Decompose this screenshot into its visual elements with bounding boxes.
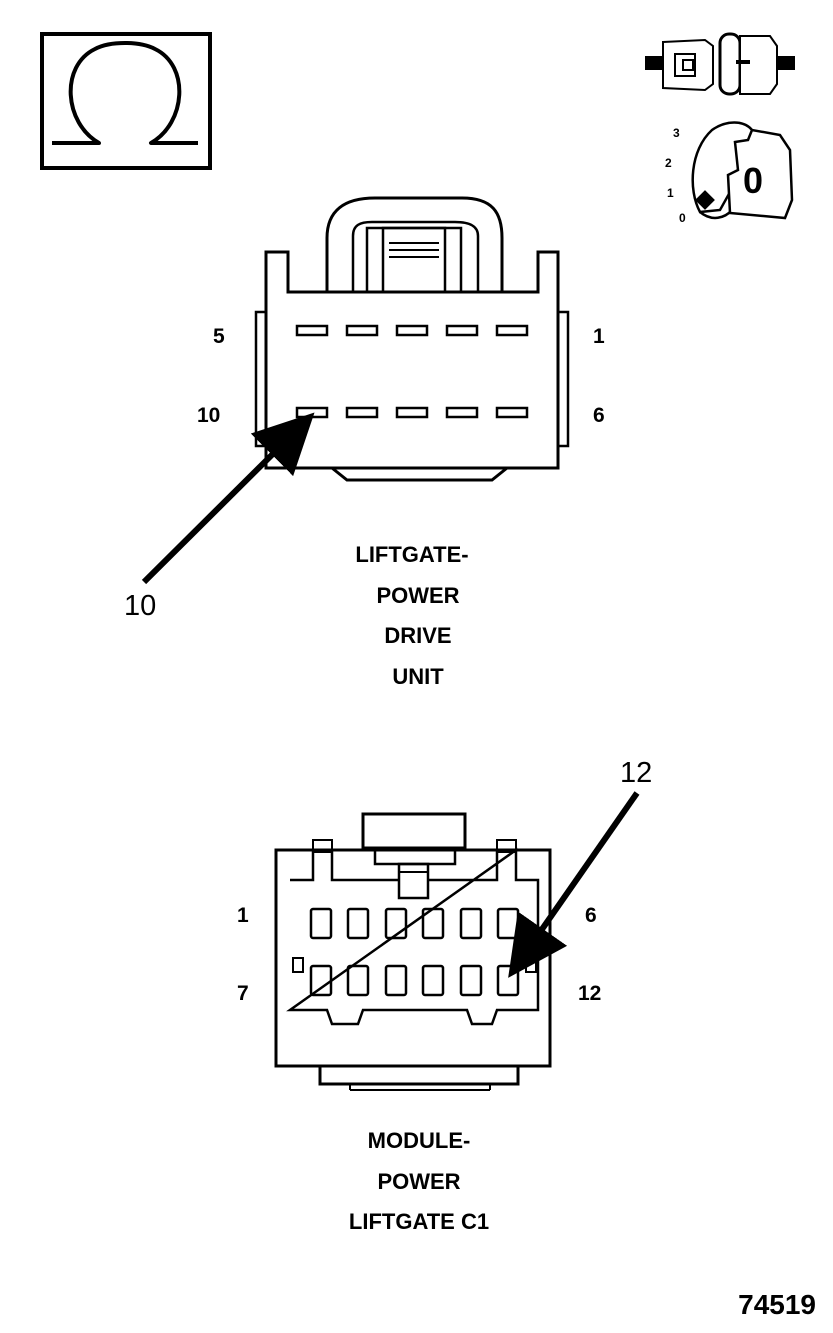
connector-title-line: LIFTGATE C1 [349, 1209, 489, 1234]
callout-label-10: 10 [124, 590, 156, 622]
pin-number-1: 1 [237, 904, 249, 927]
callout-arrow [141, 412, 315, 585]
ignition-position-0: 0 [679, 211, 686, 225]
pin-number-1: 1 [593, 325, 605, 348]
pin-number-12: 12 [578, 982, 601, 1005]
pin-number-7: 7 [237, 982, 249, 1005]
pin-number-10: 10 [197, 404, 220, 427]
pin-number-5: 5 [213, 325, 225, 348]
connector-title-line: DRIVE [384, 623, 451, 648]
connector-title-line: UNIT [392, 664, 444, 689]
callout-label-12: 12 [620, 757, 652, 789]
connector-title-line: POWER [377, 1169, 460, 1194]
ignition-key-label: 0 [743, 160, 763, 201]
ohmmeter-icon [40, 32, 212, 170]
disconnected-connector-icon [645, 32, 795, 96]
ignition-position-2: 2 [665, 156, 672, 170]
ignition-key-icon: 3 2 1 0 0 [665, 121, 794, 225]
connector-title-line: MODULE- [368, 1128, 471, 1153]
ignition-position-1: 1 [667, 186, 674, 200]
figure-number: 74519 [738, 1289, 816, 1320]
pin-number-6: 6 [585, 904, 597, 927]
ignition-position-3: 3 [673, 126, 680, 140]
liftgate-drive-unit-connector: 5 1 10 6 10 LIFTGATE- POWER DRIVE UNIT [124, 196, 605, 689]
connector-title-line: POWER [376, 583, 459, 608]
pin-number-6: 6 [593, 404, 605, 427]
connector-title-line: LIFTGATE- [355, 542, 468, 567]
module-power-liftgate-c1-connector: 1 6 7 12 12 MODULE- POWER LIFTGATE C1 [237, 757, 652, 1234]
callout-arrow [508, 791, 640, 978]
